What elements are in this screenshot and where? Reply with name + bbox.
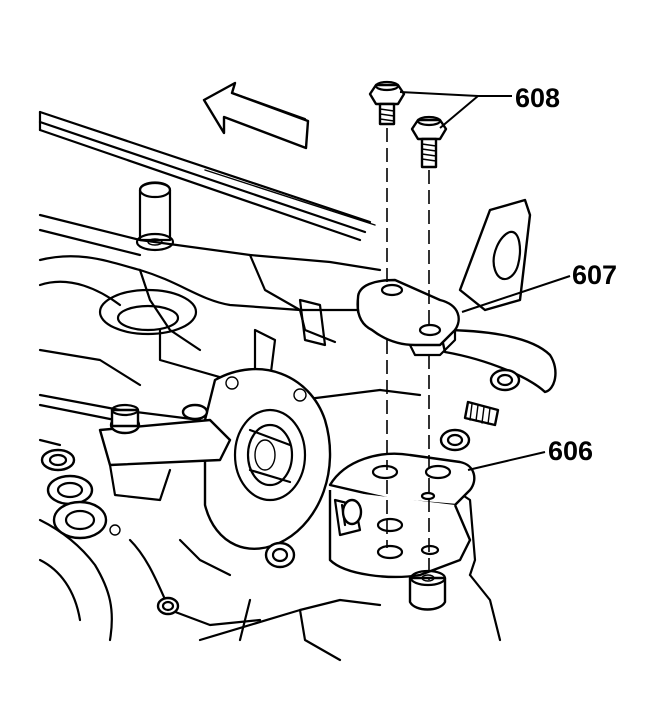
right-bolts [439, 368, 521, 452]
front-cover-housing [203, 367, 332, 550]
mount-plate [438, 198, 557, 394]
rocker-bracket [98, 403, 232, 502]
callout-608: 608 [515, 83, 560, 113]
callout-leaders [399, 91, 571, 471]
bolt-608-b [410, 115, 448, 169]
cylinder-head-rail [38, 110, 376, 242]
upper-fin [253, 298, 327, 382]
dowel-post [408, 569, 447, 611]
cam-bore [98, 288, 198, 336]
engine-block [38, 213, 502, 662]
bracket-607 [356, 278, 460, 357]
stud-post [135, 181, 175, 252]
bolt-608-a [368, 80, 406, 126]
direction-arrow-icon [202, 81, 310, 150]
alignment-lines [386, 128, 430, 580]
callout-606: 606 [548, 436, 593, 466]
spacer-606 [328, 452, 476, 578]
left-bolts [40, 448, 296, 616]
callout-607: 607 [572, 260, 617, 290]
